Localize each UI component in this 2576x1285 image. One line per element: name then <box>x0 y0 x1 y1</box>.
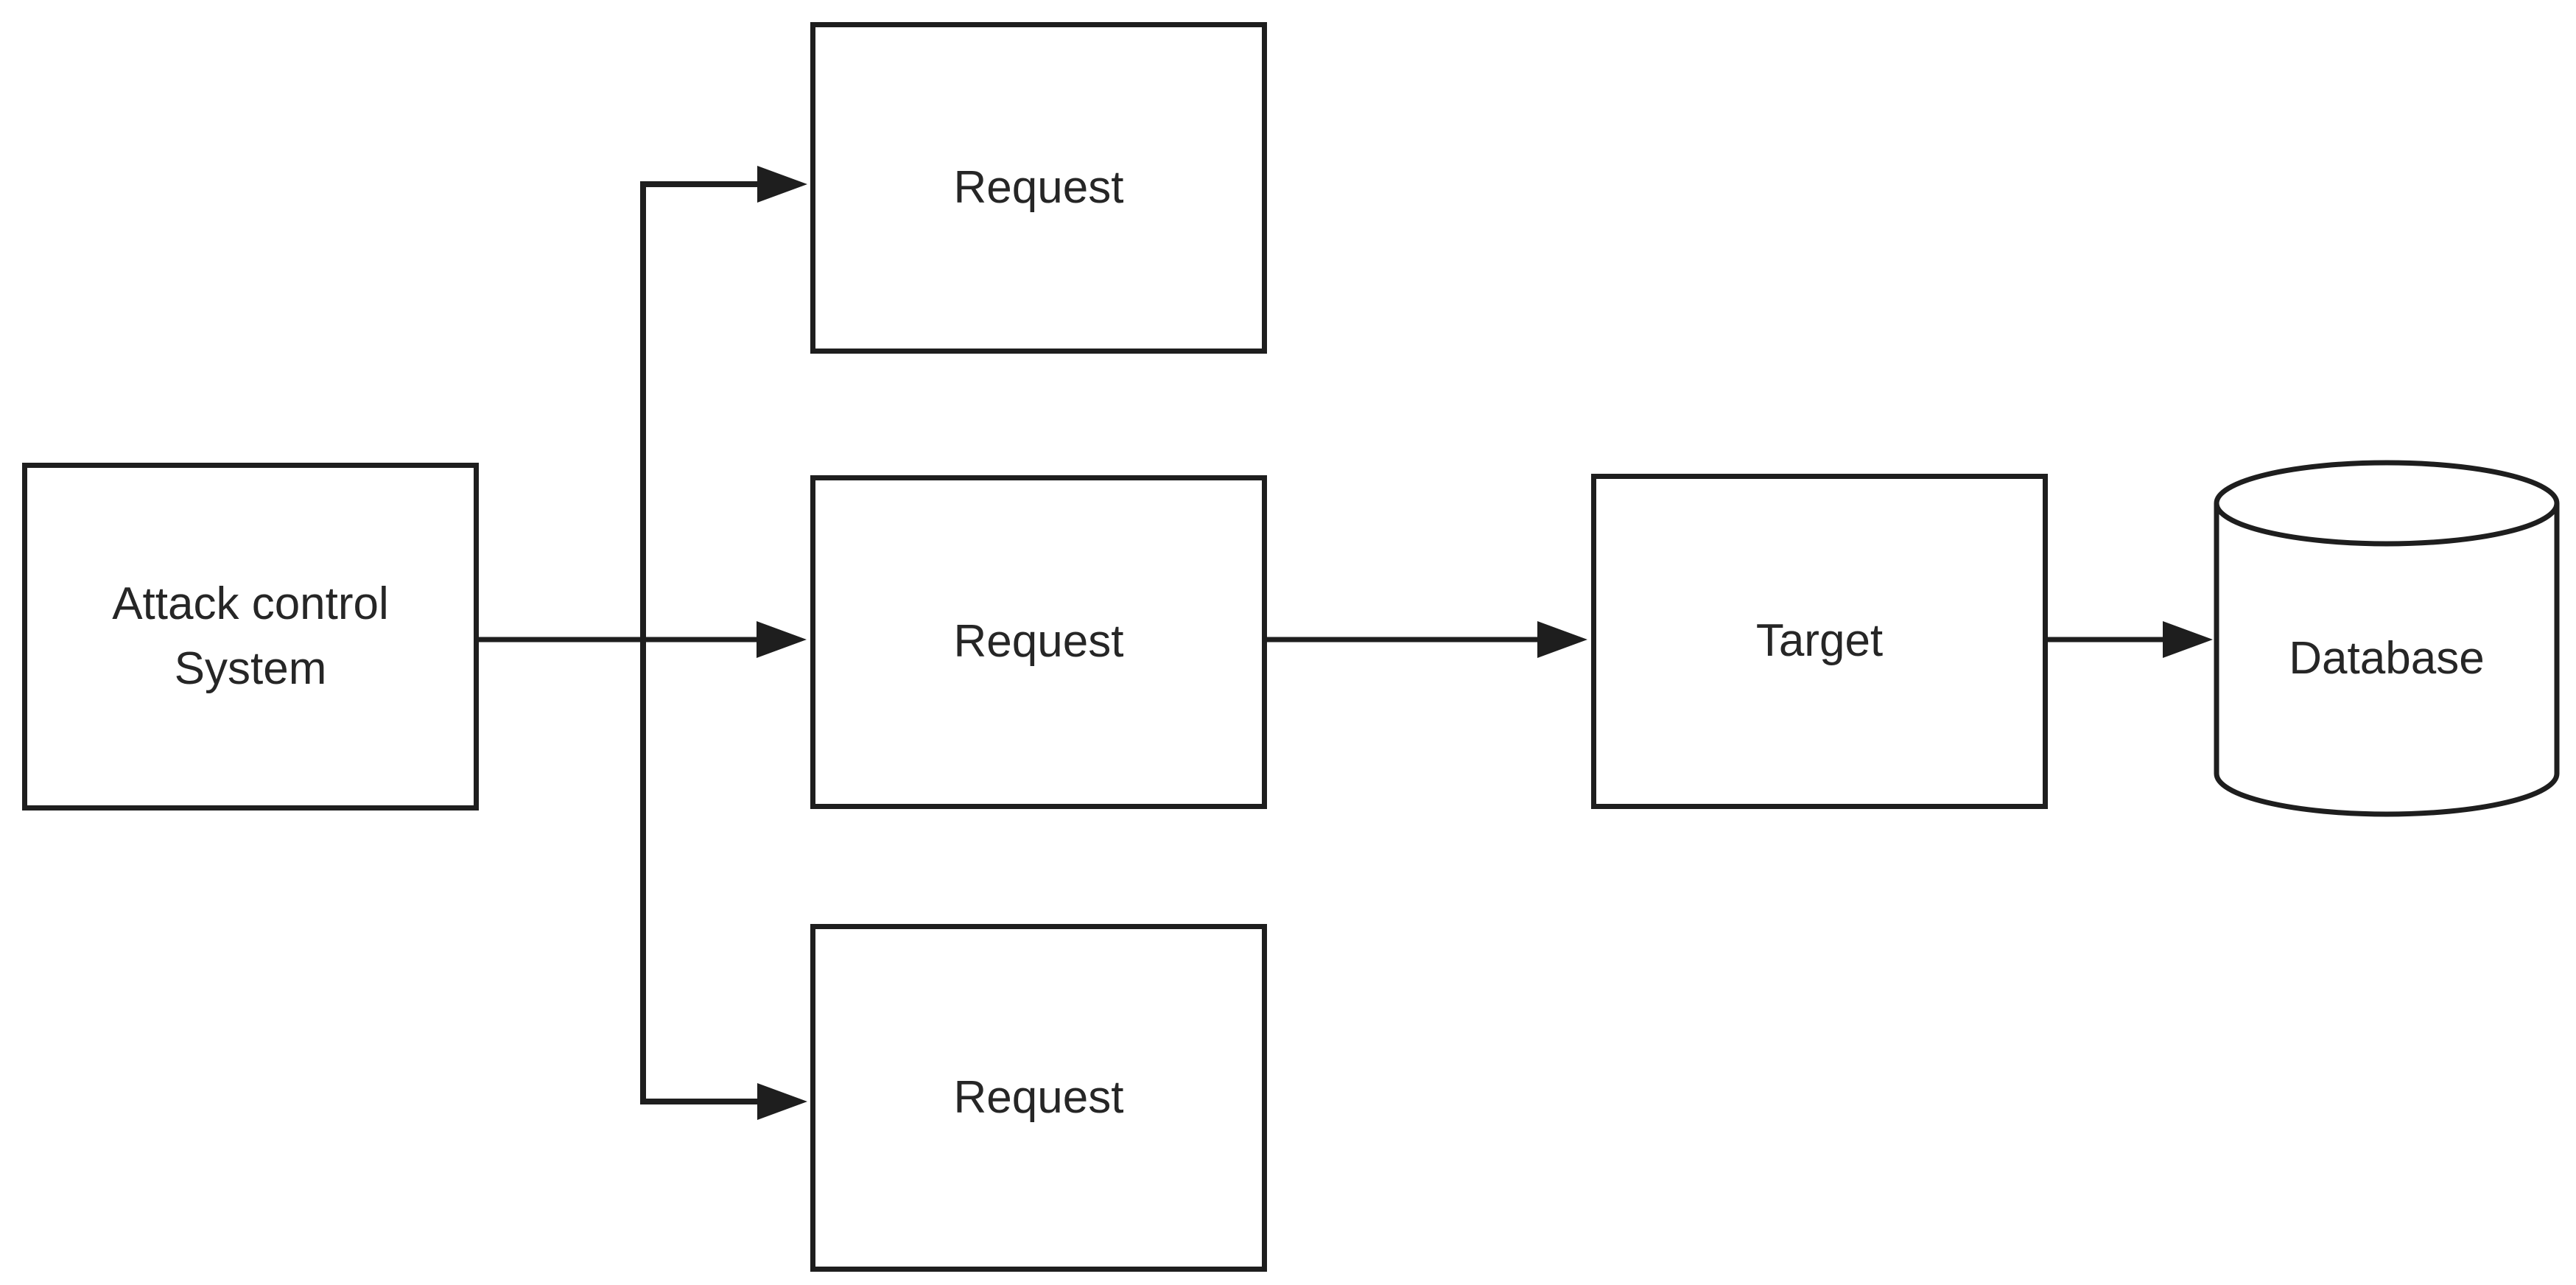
cylinder-top <box>2214 460 2560 547</box>
node-label-line: Attack control <box>112 578 389 629</box>
node-label-line: System <box>174 643 327 694</box>
cylinder-body <box>2214 503 2560 817</box>
edge-branch-trunk <box>640 181 757 1104</box>
arrowhead-icon <box>757 166 807 203</box>
node-label: Request <box>953 161 1124 213</box>
database-cylinder-shape <box>2214 460 2560 817</box>
node-request-top: Request <box>810 22 1267 354</box>
arrowhead-icon <box>757 621 807 658</box>
node-attack-control-system: Attack control System <box>22 463 479 810</box>
node-database: Database <box>2217 542 2557 774</box>
node-label: Request <box>953 616 1124 668</box>
node-label: Target <box>1755 615 1884 667</box>
edge-attack-to-request-middle <box>479 621 807 658</box>
edge-request-middle-to-target <box>1267 621 1587 658</box>
node-request-middle: Request <box>810 475 1267 809</box>
node-label: Request <box>953 1071 1124 1123</box>
arrowhead-icon <box>757 1083 807 1120</box>
node-request-bottom: Request <box>810 924 1267 1272</box>
arrowhead-icon <box>2163 621 2213 658</box>
node-label: Database <box>2289 632 2485 684</box>
arrowhead-icon <box>1537 621 1587 658</box>
node-target: Target <box>1591 474 2048 809</box>
edge-target-to-database <box>2048 621 2213 658</box>
